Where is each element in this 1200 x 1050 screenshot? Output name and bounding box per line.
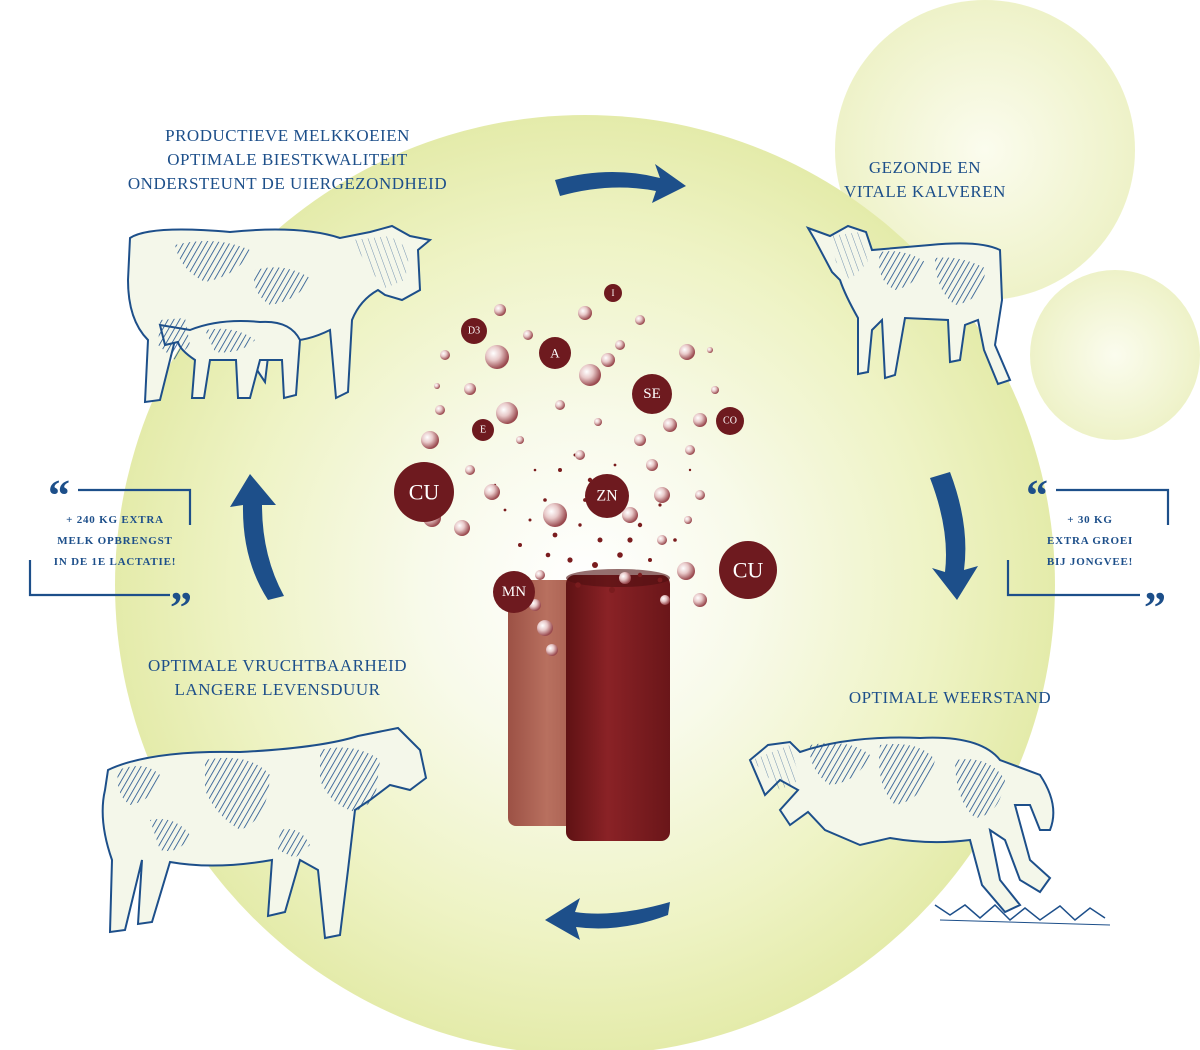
caption-healthy-calves: GEZONDE EN VITALE KALVEREN — [844, 158, 1006, 201]
jumping-cow-icon — [748, 736, 1111, 926]
quote-extra-growth: + 30 KG EXTRA GROEI BIJ JONGVEE! — [1046, 514, 1134, 568]
caption-productive-dairy-cows: PRODUCTIEVE MELKKOEIEN OPTIMALE BIESTKWA… — [127, 126, 448, 193]
svg-text:ZN: ZN — [596, 488, 618, 505]
bolus-icon — [508, 569, 670, 841]
arrow-left-icon — [545, 898, 670, 940]
holstein-cow-icon — [101, 726, 428, 940]
svg-text:CU: CU — [733, 558, 764, 583]
close-quote-icon: ” — [170, 583, 192, 632]
element-d3-bubble: D3 — [461, 318, 487, 344]
pearl-bubbles — [421, 304, 719, 656]
svg-text:D3: D3 — [468, 326, 480, 337]
open-quote-icon: “ — [48, 471, 70, 520]
calf-icon — [805, 224, 1012, 386]
arrow-up-icon — [230, 474, 284, 600]
arrow-down-icon — [930, 472, 978, 600]
svg-text:MN: MN — [502, 584, 526, 600]
cow-with-calf-icon — [126, 224, 433, 404]
element-a-bubble: A — [539, 337, 571, 369]
element-se-bubble: SE — [632, 374, 672, 414]
arrow-right-icon — [555, 164, 686, 203]
element-bubbles: I D3 A SE E CO CU ZN CU MN — [394, 284, 777, 613]
element-co-bubble: CO — [716, 407, 744, 435]
svg-text:CO: CO — [723, 416, 737, 427]
close-quote-icon: ” — [1144, 583, 1166, 632]
element-zn-bubble: ZN — [585, 474, 629, 518]
svg-text:E: E — [480, 425, 486, 436]
svg-text:I: I — [612, 288, 615, 298]
element-i-bubble: I — [604, 284, 622, 302]
svg-text:CU: CU — [409, 480, 440, 505]
caption-optimal-fertility: OPTIMALE VRUCHTBAARHEID LANGERE LEVENSDU… — [147, 656, 408, 699]
quote-brackets — [28, 488, 1170, 597]
element-cu-left-bubble: CU — [394, 462, 454, 522]
element-cu-right-bubble: CU — [719, 541, 777, 599]
element-mn-bubble: MN — [493, 571, 535, 613]
element-e-bubble: E — [472, 419, 494, 441]
cycle-arrows — [230, 164, 978, 940]
quote-milk-yield: + 240 KG EXTRA MELK OPBRENGST IN DE 1E L… — [53, 514, 177, 568]
caption-optimal-resistance: OPTIMALE WEERSTAND — [848, 688, 1052, 707]
open-quote-icon: “ — [1026, 471, 1048, 520]
svg-text:A: A — [550, 346, 560, 361]
svg-text:SE: SE — [643, 386, 661, 402]
